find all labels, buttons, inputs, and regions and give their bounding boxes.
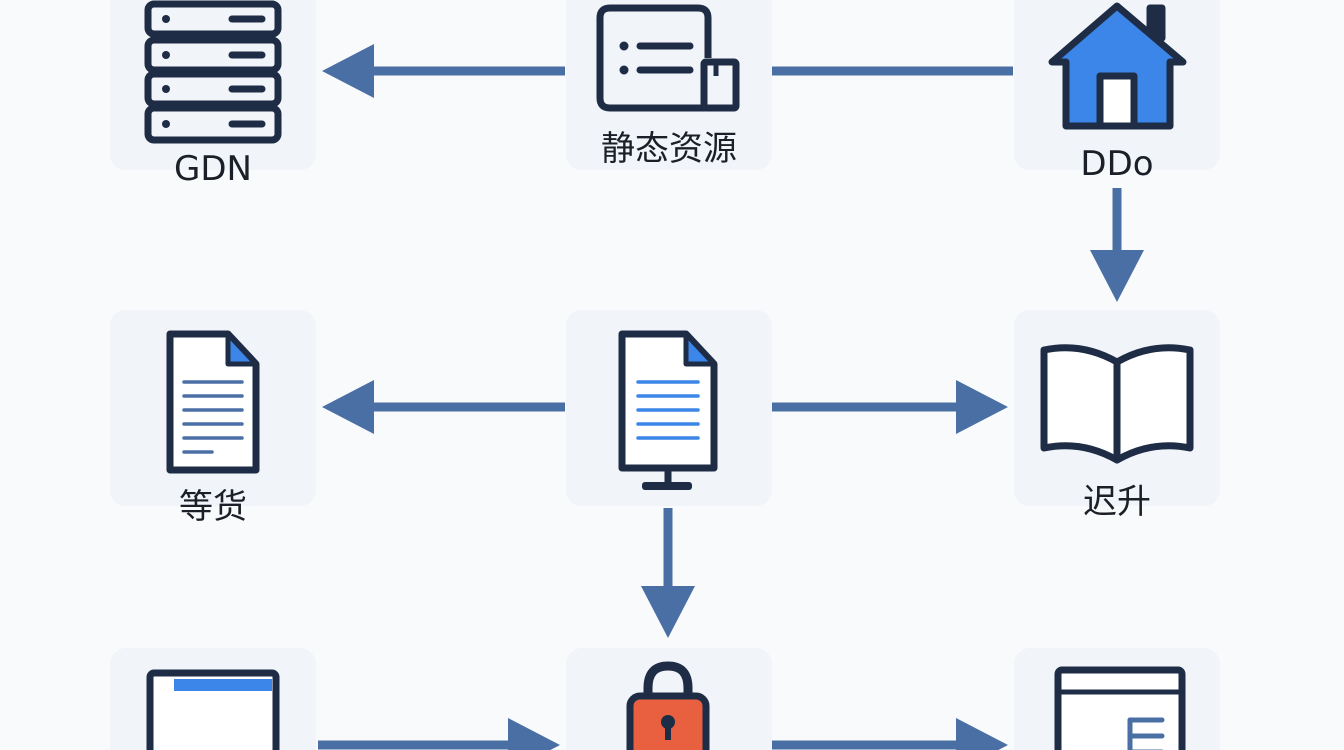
arrow-static-to-gdn	[322, 44, 565, 98]
arrow-monitor-to-lock	[641, 508, 695, 638]
padlock-icon	[626, 661, 710, 750]
arrow-ddo-to-chi-sheng	[1090, 188, 1144, 302]
document-icon	[166, 330, 260, 474]
label-gdn: GDN	[174, 149, 252, 189]
arrow-monitor-to-deng-huo	[322, 380, 565, 434]
arrow-browser-to-lock	[318, 718, 560, 750]
open-book-icon	[1040, 344, 1194, 464]
house-icon	[1048, 2, 1187, 130]
arrow-lock-to-web-page	[772, 718, 1008, 750]
arrow-monitor-to-chi-sheng	[772, 380, 1008, 434]
label-deng-huo: 等货	[179, 487, 247, 527]
document-monitor-icon	[618, 330, 718, 490]
label-static-resources: 静态资源	[601, 129, 737, 169]
label-ddo: DDo	[1080, 144, 1154, 184]
web-page-icon	[1054, 666, 1186, 750]
label-chi-sheng: 迟升	[1083, 482, 1151, 522]
server-icon	[144, 0, 282, 144]
browser-window-icon	[146, 669, 280, 750]
form-package-icon	[596, 4, 740, 112]
